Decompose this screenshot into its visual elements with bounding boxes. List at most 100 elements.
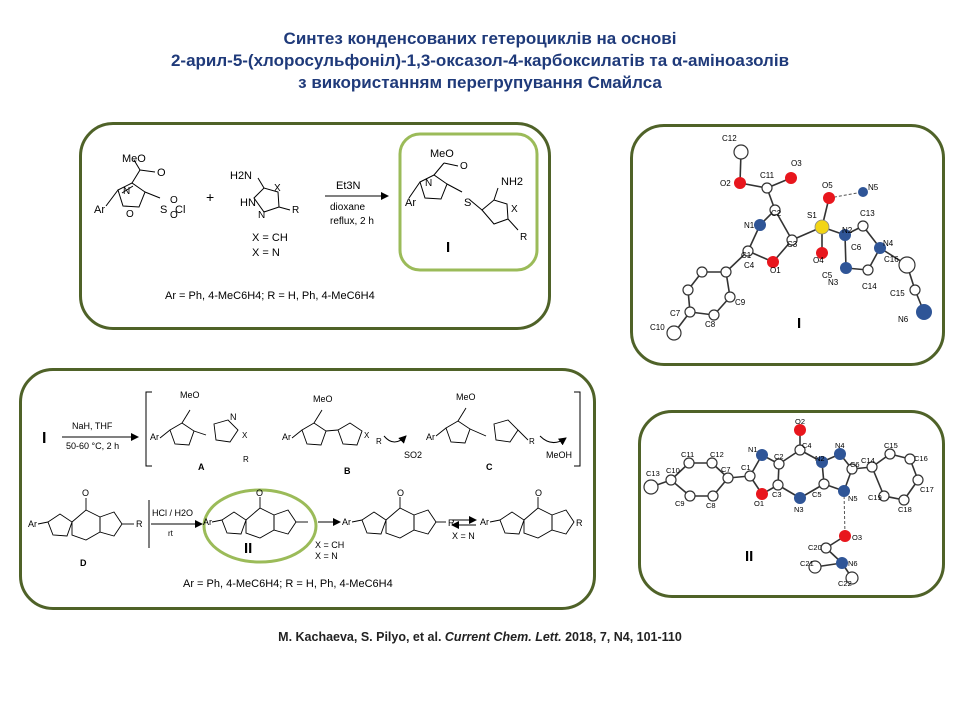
c2-atom-15: C14 [861, 456, 875, 465]
t2-r: R [576, 518, 583, 528]
equilibrium-condition: X = N [452, 531, 475, 541]
c1-atom-25: C10 [650, 323, 665, 332]
c2-atom-13: N2 [815, 454, 825, 463]
reagent-o: O [157, 167, 166, 179]
step1-conditions: 50-60 °C, 2 h [66, 441, 119, 451]
c1-atom-22: C15 [890, 289, 905, 298]
c1-atom-2: C11 [760, 171, 775, 180]
c1-atom-20: N3 [828, 278, 839, 287]
citation-authors: M. Kachaeva, S. Pilyo, et al. [278, 630, 442, 644]
intermediate-B-structure [291, 409, 363, 446]
B-meo: MeO [313, 394, 333, 404]
reagent-s-o1: O [170, 195, 178, 206]
c1-atom-19: C6 [851, 243, 862, 252]
mechanism-start-I: I [42, 430, 46, 447]
c1-atom-24: C9 [735, 298, 746, 307]
product-o: O [460, 161, 468, 172]
c1-atom-10: C13 [860, 209, 875, 218]
c1-atom-26: C8 [705, 320, 716, 329]
product-meo: MeO [430, 148, 454, 160]
panel-mechanism [19, 368, 596, 610]
so2-label: SO2 [404, 450, 422, 460]
x-equals-ch: X = CH [252, 232, 288, 244]
meoh-label: MeOH [546, 450, 572, 460]
crystal-II-label: II [745, 548, 753, 565]
c2-atom-11: C1 [741, 463, 751, 472]
reagent-oxazole-sulfonyl-chloride [105, 159, 161, 208]
intermediate-D-structure [37, 498, 134, 541]
arrow1-reagent: Et3N [336, 180, 361, 192]
crystal-II-atom-labels: O2 C11 C12 N1 C4 N4 C15 C16 C13 C10 C7 C… [646, 417, 934, 588]
so2-loss-arrow [383, 435, 407, 444]
C-r: R [529, 437, 535, 446]
c1-atom-21: C14 [862, 282, 877, 291]
c1-atom-23: C7 [670, 309, 681, 318]
step2-conditions: rt [168, 529, 174, 538]
step2-reagents: HCl / H2O [152, 508, 193, 518]
c1-atom-11: N4 [883, 239, 894, 248]
c1-atom-16: C5 [822, 271, 833, 280]
title-line-2: 2-арил-5-(хлоросульфоніл)-1,3-оксазол-4-… [170, 51, 790, 70]
intermediate-bracket-right [574, 391, 581, 467]
c1-atom-12: C1 [741, 251, 752, 260]
C-ar: Ar [426, 432, 435, 442]
c2-atom-12: C2 [774, 452, 784, 461]
c2-atom-7: C16 [914, 454, 928, 463]
product-II-highlight [202, 488, 318, 564]
c1-atom-5: N5 [868, 183, 879, 192]
reagent-cl: Cl [175, 204, 185, 216]
c2-atom-18: C8 [706, 501, 716, 510]
product-ar: Ar [405, 197, 416, 209]
intermediate-D-label: D [80, 558, 87, 568]
intermediate-A-label: A [198, 462, 205, 472]
reagent-s: S [160, 204, 167, 216]
c1-atom-4: O5 [822, 181, 833, 190]
crystal-I-atom-labels: C12 O2 C11 O3 O5 N5 N1 C2 S1 N2 C13 N4 C… [650, 134, 909, 332]
slide-title: Синтез конденсованих гетероциклів на осн… [0, 28, 960, 94]
A-meo: MeO [180, 390, 200, 400]
intermediate-B-label: B [344, 466, 351, 476]
crystal-I-atoms [666, 144, 932, 341]
c2-atom-20: C3 [772, 490, 782, 499]
reagent-aminoazole [253, 177, 291, 213]
reagent-ar: Ar [94, 204, 105, 216]
t1-o: O [397, 488, 404, 498]
panel1-substituents: Ar = Ph, 4-MeC6H4; R = H, Ph, 4-MeC6H4 [165, 290, 375, 302]
II-o: O [256, 488, 263, 498]
meoh-loss-arrow [539, 435, 567, 446]
c1-atom-9: N2 [842, 226, 853, 235]
reagent-meo: MeO [122, 153, 146, 165]
c2-atom-30: C22 [838, 579, 852, 588]
x-equals-n: X = N [252, 247, 280, 259]
intermediate-A-structure [159, 409, 239, 446]
crystal-I-label: I [797, 315, 801, 332]
B-r: R [376, 437, 382, 446]
A-ar: Ar [150, 432, 159, 442]
panel2-substituents: Ar = Ph, 4-MeC6H4; R = H, Ph, 4-MeC6H4 [183, 578, 393, 590]
intermediate-C-label: C [486, 462, 493, 472]
intermediate-bracket-left [145, 391, 152, 467]
c2-atom-25: N3 [794, 505, 804, 514]
product-x: X [511, 204, 518, 215]
crystal-II-hbond [843, 490, 846, 537]
plus-sign: + [206, 189, 214, 205]
c1-atom-8: S1 [807, 211, 817, 220]
product-nh2: NH2 [501, 176, 523, 188]
reagent-o-ring: O [126, 209, 134, 220]
reagent-n: N [123, 186, 130, 197]
arrow1-solvent: dioxane [330, 202, 365, 213]
c2-atom-4: C4 [802, 441, 812, 450]
citation-details: 2018, 7, N4, 101-110 [565, 630, 682, 644]
c2-atom-16: C17 [920, 485, 934, 494]
product-II-structure [211, 497, 308, 539]
c2-atom-1: C11 [681, 450, 694, 459]
panel-crystal-II [638, 410, 945, 598]
c1-atom-15: O1 [770, 266, 781, 275]
c1-atom-6: N1 [744, 221, 755, 230]
D-o: O [82, 488, 89, 498]
tautomer-2-structure [489, 497, 575, 539]
c2-atom-22: N5 [848, 494, 858, 503]
tautomer-1-structure [351, 497, 446, 539]
t2-o: O [535, 488, 542, 498]
